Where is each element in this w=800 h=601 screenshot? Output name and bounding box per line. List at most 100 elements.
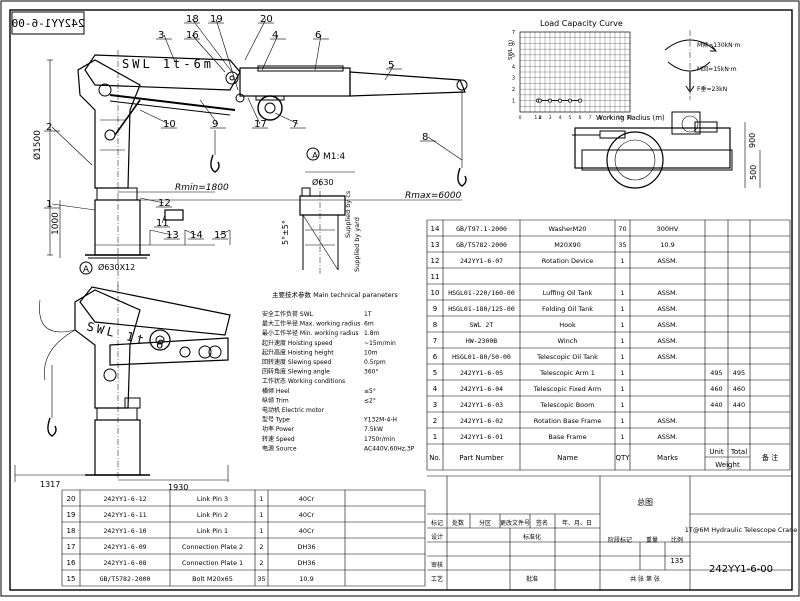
bom-total: 440 bbox=[733, 401, 745, 409]
product-name: 1T@6M Hydraulic Telescope Crane bbox=[685, 526, 797, 534]
chart-xlabel: Working Radius (m) bbox=[596, 114, 665, 122]
bom-name: Rotation Base Frame bbox=[534, 417, 601, 425]
bom-qty: 1 bbox=[620, 337, 624, 345]
bom-unit: 495 bbox=[710, 369, 722, 377]
bom-no: 1 bbox=[433, 433, 437, 441]
bom-qty: 1 bbox=[620, 321, 624, 329]
bom-left-qty: 1 bbox=[259, 527, 263, 535]
dim-base-height: 1000 bbox=[51, 212, 61, 235]
bom-left-part: 242YY1-6-11 bbox=[103, 511, 146, 519]
bom-header-marks: Marks bbox=[657, 454, 678, 462]
chart-xtick: 6 bbox=[579, 115, 582, 121]
bom-qty: 70 bbox=[618, 225, 626, 233]
bom-left-no: 16 bbox=[67, 559, 76, 567]
balloon-leader bbox=[215, 18, 239, 91]
balloon-leader bbox=[191, 18, 233, 73]
balloon-15: 15 bbox=[214, 230, 227, 241]
chart-xtick: 5 bbox=[569, 115, 572, 121]
balloon-leader bbox=[51, 126, 93, 166]
moment-1: M倾=130kN·m bbox=[697, 41, 741, 49]
balloon-leader bbox=[139, 109, 170, 125]
balloon-11: 11 bbox=[156, 218, 169, 229]
bom-header-part: Part Number bbox=[459, 454, 503, 462]
bom-left-no: 17 bbox=[67, 543, 76, 551]
bom-left-material: 40Cr bbox=[299, 495, 315, 503]
base-frame-shape bbox=[94, 199, 141, 256]
chart-ylabel: SWL (t) bbox=[508, 40, 514, 60]
param-value: 6m bbox=[364, 321, 374, 328]
param-label: 安全工作负荷 SWL bbox=[262, 310, 314, 318]
bom-qty: 1 bbox=[620, 289, 624, 297]
param-value: 1750r/min bbox=[364, 436, 395, 443]
bom-part: GB/T97.1-2000 bbox=[456, 225, 507, 233]
bom-part: HW-2300B bbox=[466, 337, 497, 345]
bom-name: Folding Oil Tank bbox=[542, 305, 593, 313]
title-label-check: 审核 bbox=[431, 561, 443, 569]
bom-name: M20X90 bbox=[554, 241, 581, 249]
view-a-label: A bbox=[312, 151, 318, 160]
bom-part: GB/T5782-2000 bbox=[456, 241, 507, 249]
title-label-date: 年、月、日 bbox=[562, 519, 592, 527]
dim-rmin: Rmin=1800 bbox=[175, 183, 229, 193]
balloon-9: 9 bbox=[212, 119, 218, 130]
bom-no: 10 bbox=[431, 289, 440, 297]
bom-left-material: DH36 bbox=[297, 543, 315, 551]
balloon-7: 7 bbox=[292, 119, 298, 130]
bom-qty: 1 bbox=[620, 417, 624, 425]
bom-part: 242YY1-6-01 bbox=[460, 433, 503, 441]
view-a-supplied-cs: Supplied by cs bbox=[344, 190, 352, 238]
param-label: 横倾 Heel bbox=[262, 387, 290, 395]
chart-ytick: 2 bbox=[512, 87, 515, 93]
bom-left-no: 20 bbox=[67, 495, 76, 503]
bom-part: 242YY1-6-02 bbox=[460, 417, 503, 425]
dim-height: Ø1500 bbox=[32, 130, 43, 160]
chart-xtick: 0 bbox=[519, 115, 522, 121]
balloon-18: 18 bbox=[186, 14, 199, 25]
lower-elevation-view bbox=[14, 285, 231, 482]
balloon-leader bbox=[384, 64, 395, 81]
bom-no: 2 bbox=[433, 417, 437, 425]
bom-part: SWL 2T bbox=[470, 321, 494, 329]
bom-qty: 35 bbox=[618, 241, 626, 249]
balloon-5: 5 bbox=[388, 60, 394, 71]
chart-xtick: 3 bbox=[549, 115, 552, 121]
param-label: 起升高度 Hoisting height bbox=[262, 348, 334, 356]
bom-left-material: 10.9 bbox=[299, 575, 313, 583]
title-label-sign: 签名 bbox=[536, 519, 548, 527]
bom-marks: 300HV bbox=[657, 225, 679, 233]
balloon-leader bbox=[139, 197, 165, 204]
bom-unit: 440 bbox=[710, 401, 722, 409]
param-value: Y132M-4-H bbox=[363, 417, 397, 424]
bom-marks: 10.9 bbox=[660, 241, 674, 249]
balloon-2: 2 bbox=[46, 122, 52, 133]
bom-header-weight: Weight bbox=[715, 461, 740, 469]
bom-qty: 1 bbox=[620, 305, 624, 313]
plan-dim-500: 500 bbox=[749, 165, 758, 180]
balloon-leader bbox=[161, 214, 166, 224]
chart-point bbox=[578, 98, 582, 103]
plan-dim-900: 900 bbox=[748, 133, 757, 148]
dim-bottom-right: 1930 bbox=[168, 483, 188, 492]
view-a-dim: Ø630 bbox=[312, 177, 334, 187]
bom-left-part: 242YY1-6-08 bbox=[103, 559, 146, 567]
title-label-change: 更改文件号 bbox=[500, 519, 530, 527]
bom-no: 8 bbox=[433, 321, 437, 329]
bom-part: 242YY1-6-03 bbox=[460, 401, 503, 409]
param-value: 360° bbox=[364, 369, 378, 376]
bom-name: WasherM20 bbox=[548, 225, 586, 233]
bom-marks: ASSM. bbox=[657, 257, 677, 265]
hook-icon bbox=[457, 167, 467, 187]
dim-pcd: Ø630X12 bbox=[98, 262, 135, 272]
param-value: ~15m/min bbox=[364, 340, 396, 347]
view-a-angle: 5°±5° bbox=[281, 220, 290, 245]
title-label-sheets: 共 张 第 张 bbox=[630, 575, 660, 583]
bom-part: HSGL01-80/50-00 bbox=[452, 353, 511, 361]
chart-xtick: 2 bbox=[539, 115, 542, 121]
bom-name: Hook bbox=[559, 321, 576, 329]
bom-no: 12 bbox=[431, 257, 440, 265]
param-label: 纵倾 Trim bbox=[262, 396, 289, 404]
bom-no: 9 bbox=[433, 305, 437, 313]
boom-swl-label: SWL 1t-6m bbox=[122, 57, 214, 71]
